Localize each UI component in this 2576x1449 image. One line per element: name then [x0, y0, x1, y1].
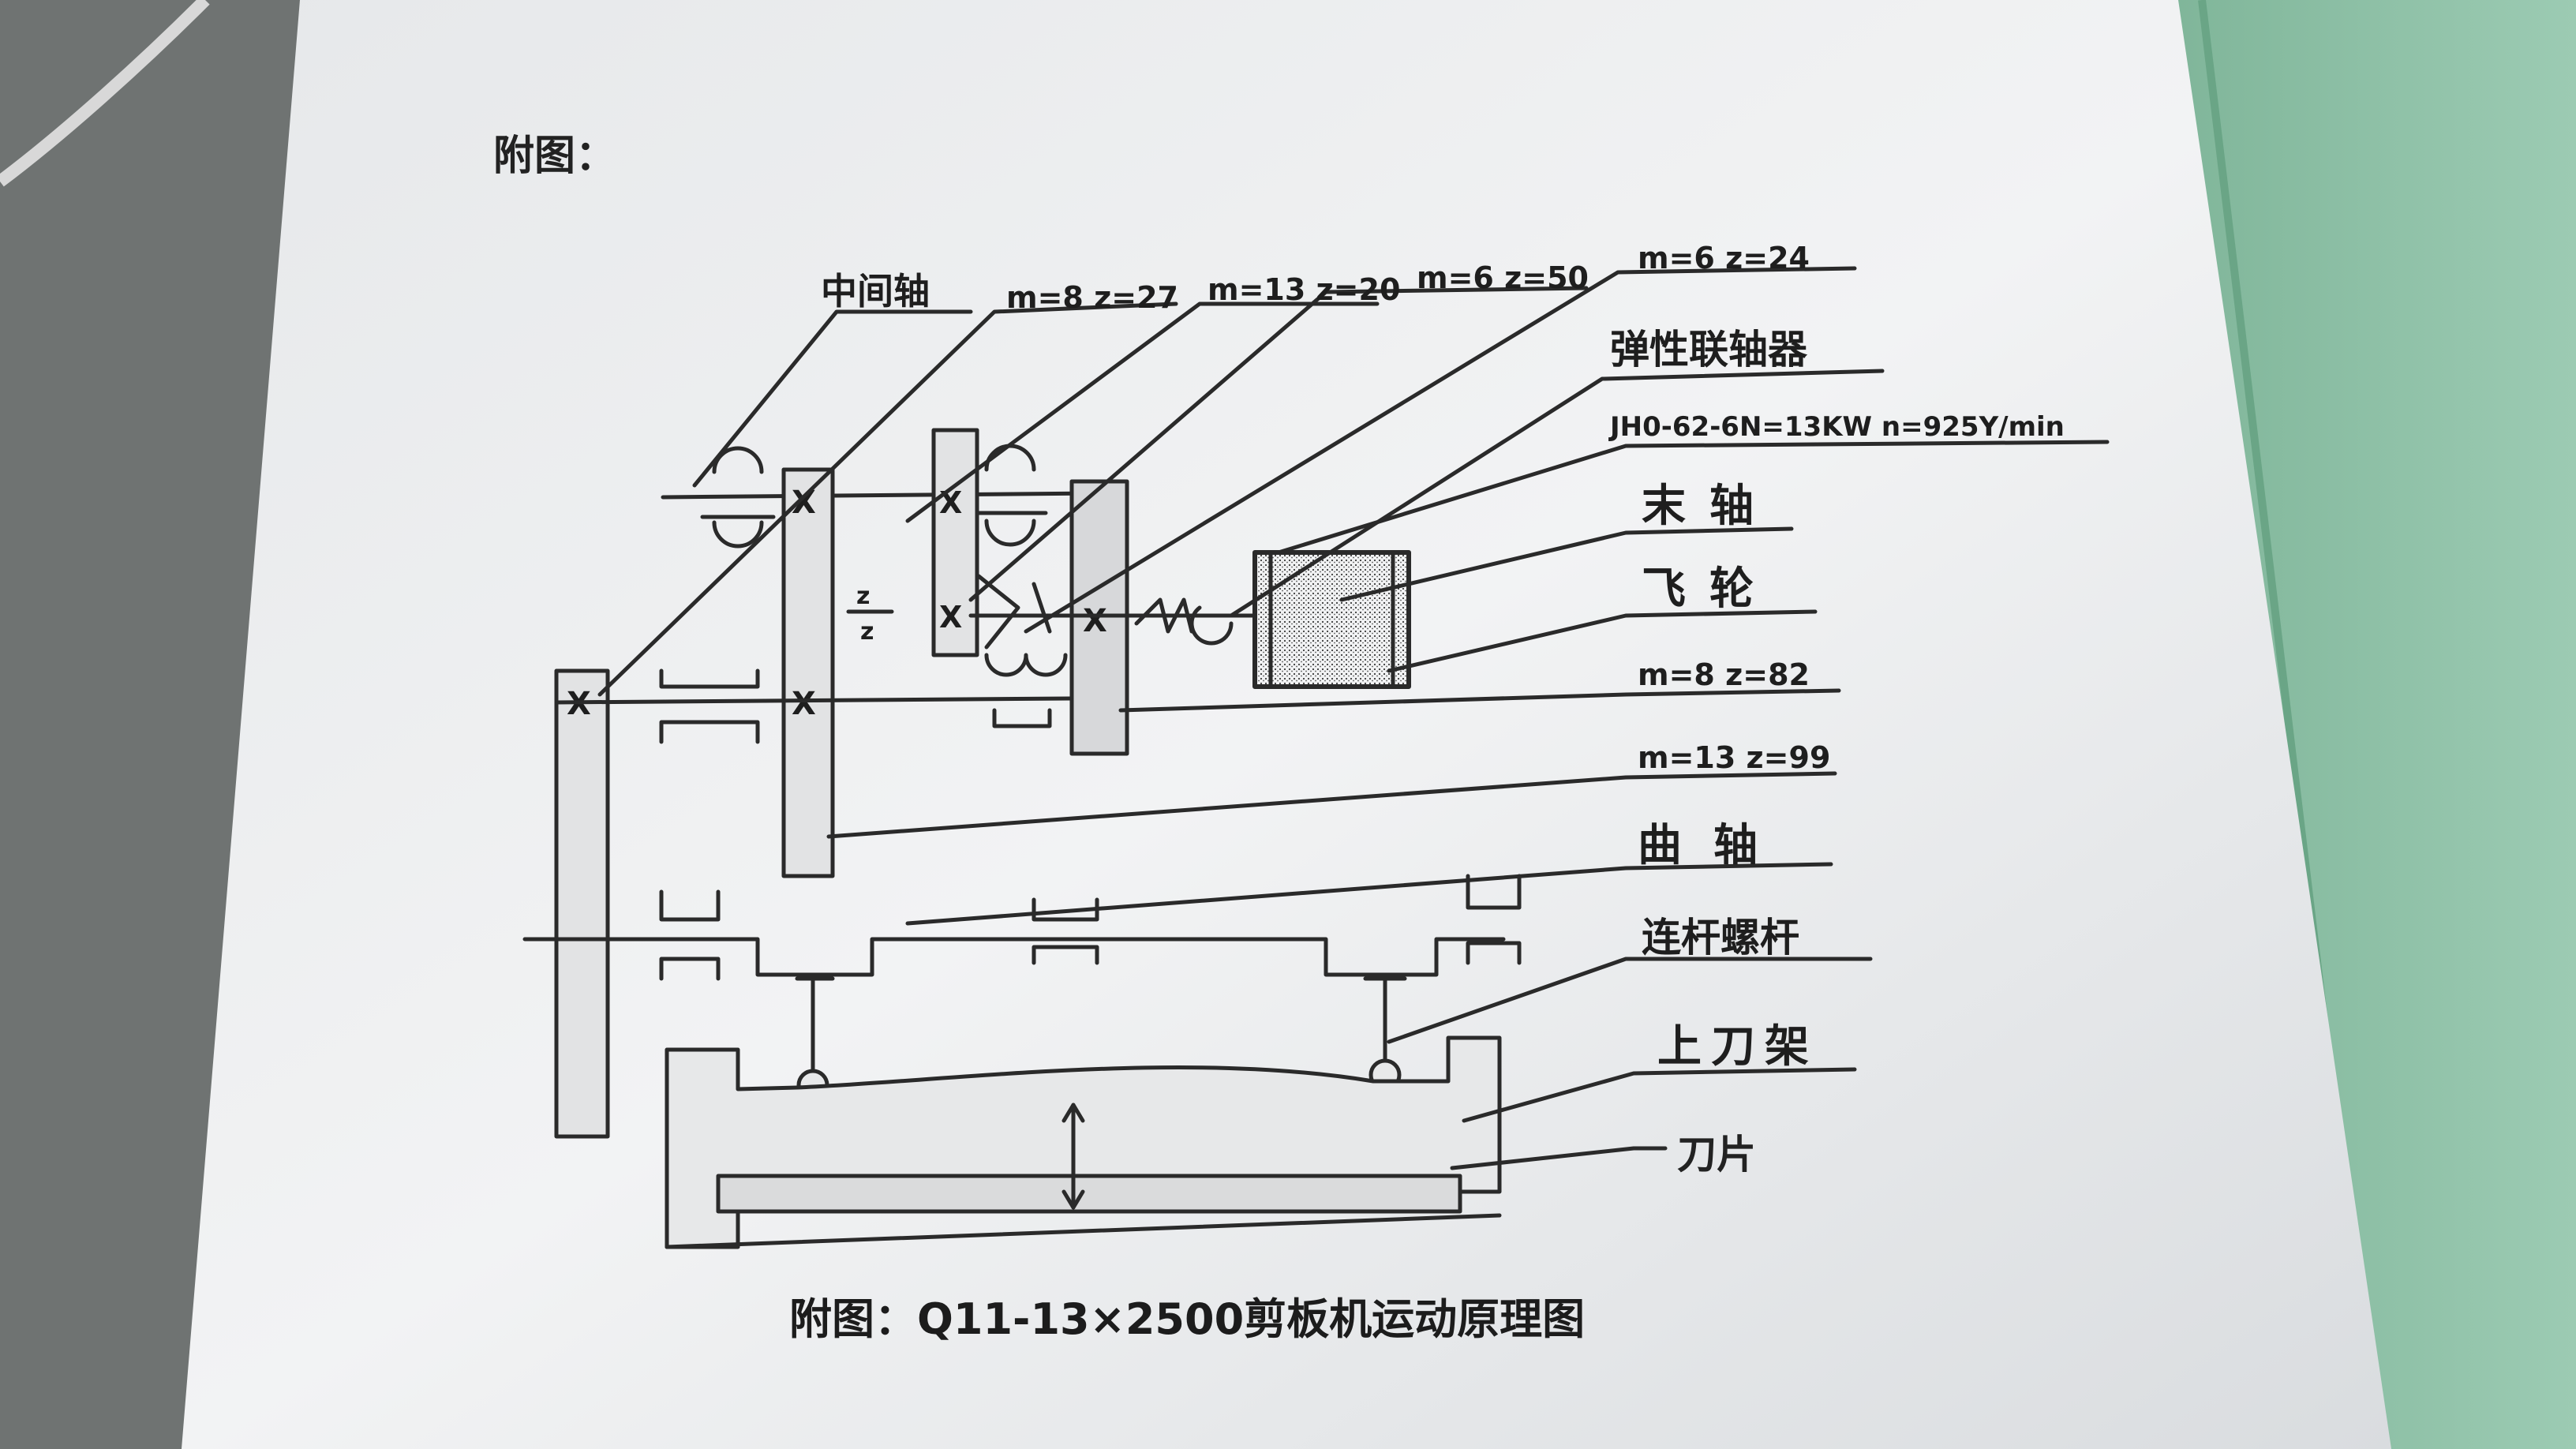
svg-text:X: X: [792, 686, 816, 722]
figure-caption: 附图：Q11-13×2500剪板机运动原理图: [789, 1294, 1585, 1344]
label-gear-4: m=6 z=24: [1638, 241, 1810, 275]
coupling-symbol: [1134, 597, 1234, 646]
label-last-shaft: 末轴: [1642, 481, 1777, 532]
label-crankshaft: 曲轴: [1638, 820, 1789, 871]
paper-sheet: [182, 0, 2391, 1449]
label-gear-2: m=13 z=20: [1208, 272, 1400, 307]
gear-small: [931, 428, 979, 657]
page-heading: 附图：: [493, 133, 616, 180]
crankshaft-line: [522, 937, 1506, 977]
label-gear-3: m=6 z=50: [1417, 260, 1589, 295]
svg-text:z: z: [860, 618, 874, 646]
label-motor: JH0-62-6N=13KW n=925Y/min: [1608, 411, 2065, 443]
green-binder: [2162, 0, 2576, 1449]
cable: [0, 0, 210, 187]
label-gear-5: m=8 z=82: [1638, 657, 1810, 692]
label-blade: 刀片: [1677, 1132, 1756, 1178]
mechanism-diagram: X X X X X X z z: [522, 266, 2110, 1249]
svg-text:X: X: [1083, 603, 1107, 639]
svg-text:X: X: [939, 600, 962, 635]
label-gear-1: m=8 z=27: [1006, 280, 1178, 315]
label-intermediate-shaft: 中间轴: [821, 270, 930, 313]
blade: [716, 1174, 1462, 1214]
label-connecting-rod: 连杆螺杆: [1642, 915, 1799, 960]
label-flywheel: 飞轮: [1642, 564, 1777, 615]
label-upper-blade-holder: 上刀架: [1657, 1021, 1818, 1073]
upper-blade-holder: [665, 1035, 1502, 1249]
label-coupling: 弹性联轴器: [1610, 327, 1808, 373]
gear-left-tall: [554, 668, 610, 1139]
svg-text:z: z: [856, 582, 870, 610]
bearing-top-left: [700, 446, 776, 549]
motor-block: [1252, 550, 1411, 689]
labels: 中间轴 m=8 z=27 m=13 z=20 m=6 z=50 m=6 z=24…: [821, 241, 2065, 1178]
gear-middle-tall: [781, 467, 835, 878]
label-gear-6: m=13 z=99: [1638, 740, 1830, 775]
